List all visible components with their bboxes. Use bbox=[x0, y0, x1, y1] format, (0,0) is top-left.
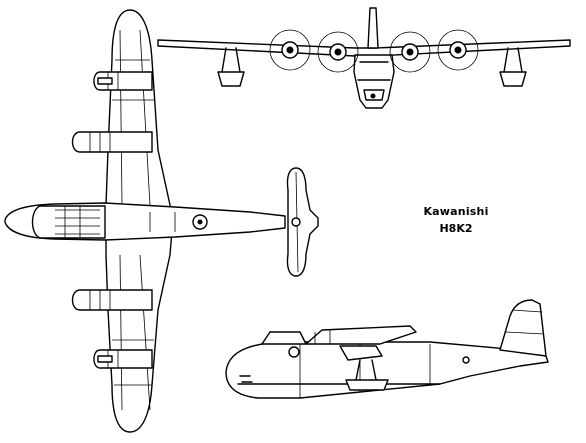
front-engine-2 bbox=[317, 31, 359, 73]
front-float-right bbox=[499, 47, 527, 87]
front-engine-4 bbox=[437, 29, 479, 71]
front-wing bbox=[157, 39, 571, 57]
front-float-left bbox=[217, 47, 245, 87]
plan-tailplane bbox=[286, 167, 319, 277]
side-canopy bbox=[261, 331, 307, 345]
side-fin bbox=[499, 299, 547, 357]
side-wing bbox=[305, 325, 417, 345]
plan-view bbox=[4, 9, 319, 433]
aircraft-caption: Kawanishi H8K2 bbox=[396, 203, 516, 237]
plan-fuselage bbox=[4, 202, 286, 241]
plan-engine-3 bbox=[71, 289, 153, 311]
front-view bbox=[157, 7, 571, 109]
side-view bbox=[225, 299, 549, 399]
front-fin bbox=[367, 7, 379, 49]
plan-engine-2 bbox=[71, 131, 153, 153]
manufacturer-label: Kawanishi bbox=[423, 205, 489, 218]
front-hull bbox=[353, 54, 395, 109]
front-engine-3 bbox=[389, 31, 431, 73]
front-engine-1 bbox=[269, 29, 311, 71]
model-label: H8K2 bbox=[439, 222, 473, 235]
plan-engine-1 bbox=[93, 71, 153, 91]
